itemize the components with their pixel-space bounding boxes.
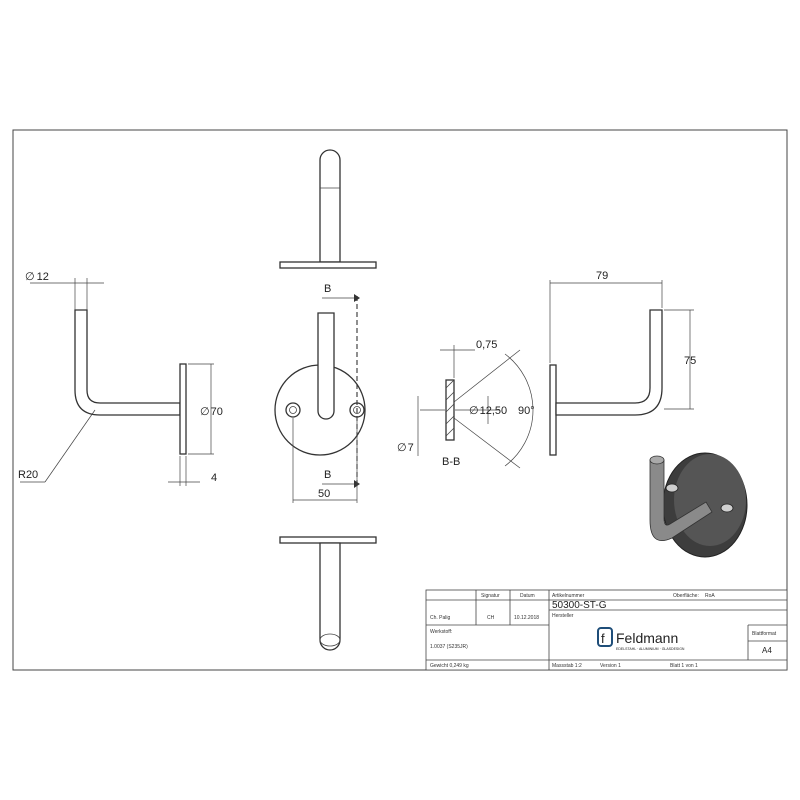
dia-70-symbol: ∅ bbox=[200, 406, 210, 418]
dim-len-75: 75 bbox=[684, 355, 696, 367]
dia-1250-symbol: ∅ bbox=[469, 405, 479, 417]
brand-logo-mark bbox=[597, 627, 613, 647]
render-rod bbox=[649, 459, 713, 542]
dim-dia-70: 70 bbox=[211, 406, 223, 418]
isometric-render bbox=[649, 452, 748, 558]
tb-format-value: A4 bbox=[762, 646, 772, 655]
section-plate bbox=[445, 379, 455, 441]
bent-rod-right bbox=[555, 309, 663, 416]
bottom-plate bbox=[279, 536, 377, 544]
section-b-bottom: B bbox=[324, 469, 331, 481]
dim-dia-7: 7 bbox=[408, 442, 414, 454]
side-view-left: ∅12 R20 ∅70 4 bbox=[18, 271, 223, 486]
side-view-right: 79 75 bbox=[549, 270, 696, 456]
base-plate-right bbox=[549, 364, 557, 456]
tb-material-label: Werkstoff: bbox=[430, 629, 452, 635]
front-view: B B 50 bbox=[274, 283, 366, 503]
tb-col-signatur: Signatur bbox=[481, 593, 500, 599]
section-b-b: 0,75 ∅12,50 90° ∅7 B-B bbox=[397, 339, 535, 469]
svg-text:∅12,50: ∅12,50 bbox=[469, 405, 507, 417]
dim-r20: R20 bbox=[18, 469, 38, 481]
render-hole-bottom bbox=[720, 503, 734, 513]
tb-material-value: 1.0037 (S235JR) bbox=[430, 644, 468, 650]
tb-article-label: Artikelnummer bbox=[552, 593, 585, 599]
dim-dia-12: 12 bbox=[37, 271, 49, 283]
front-rod bbox=[317, 312, 335, 420]
tb-format-label: Blattformat bbox=[752, 631, 777, 637]
svg-text:∅70: ∅70 bbox=[200, 406, 223, 418]
bottom-view bbox=[279, 536, 377, 651]
brand-name: Feldmann bbox=[616, 630, 678, 646]
tb-drawn-by: Ch. Palig bbox=[430, 615, 451, 621]
section-title-bb: B-B bbox=[442, 456, 460, 468]
dia-7-symbol: ∅ bbox=[397, 442, 407, 454]
tb-surface-value: RoA bbox=[705, 593, 715, 599]
bent-rod-left bbox=[74, 309, 181, 416]
svg-text:∅12: ∅12 bbox=[25, 271, 49, 283]
top-rod bbox=[319, 149, 341, 263]
tb-date: 10.12.2018 bbox=[514, 615, 539, 621]
tb-signature: CH bbox=[487, 615, 495, 621]
tb-article-number: 50300-ST-G bbox=[552, 600, 607, 611]
brand-logo-letter: f bbox=[601, 631, 605, 646]
svg-text:∅7: ∅7 bbox=[397, 442, 414, 454]
dim-len-79: 79 bbox=[596, 270, 608, 282]
top-plate bbox=[279, 261, 377, 269]
tb-col-datum: Datum bbox=[520, 593, 535, 599]
brand-tagline: EDELSTAHL · ALUMINIUM · GLASDESIGN bbox=[616, 647, 685, 651]
screw-hole-left bbox=[285, 402, 301, 418]
dim-angle-90: 90° bbox=[518, 405, 535, 417]
tb-weight: Gewicht 0,249 kg bbox=[430, 663, 469, 669]
dim-thick-075: 0,75 bbox=[476, 339, 497, 351]
tb-sheet: Blatt 1 von 1 bbox=[670, 663, 698, 669]
tb-version: Version 1 bbox=[600, 663, 621, 669]
top-view bbox=[279, 149, 377, 269]
dim-width-50: 50 bbox=[318, 488, 330, 500]
dim-thick-4: 4 bbox=[211, 472, 217, 484]
title-block: Signatur Datum Ch. Palig CH 10.12.2018 A… bbox=[425, 589, 788, 671]
dim-dia-1250: 12,50 bbox=[480, 405, 508, 417]
tb-maker-label: Hersteller bbox=[552, 613, 574, 619]
dia-12-symbol: ∅ bbox=[25, 271, 35, 283]
sheet-border bbox=[12, 129, 788, 671]
render-hole-top bbox=[665, 483, 679, 493]
tb-scale: Massstab 1:2 bbox=[552, 663, 582, 669]
section-b-top: B bbox=[324, 283, 331, 295]
tb-surface-label: Oberfläche: bbox=[673, 593, 699, 599]
base-plate-left bbox=[179, 363, 187, 455]
